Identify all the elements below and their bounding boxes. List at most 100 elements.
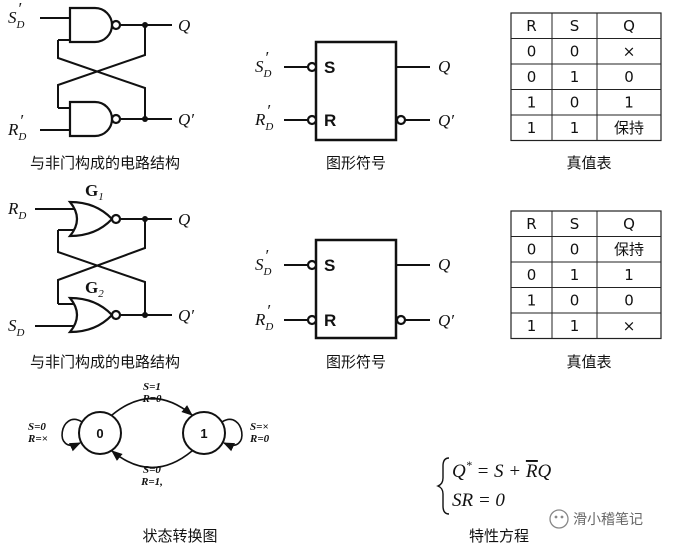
table-border — [510, 12, 662, 142]
loop0-label-s: S=0 — [28, 421, 46, 433]
output-q-top: Q — [178, 16, 190, 35]
table-cell: 1 — [527, 317, 537, 335]
table-header-cell: Q — [623, 215, 635, 233]
symbol1-input-rd: RD′ — [254, 101, 273, 133]
table-cell: 0 — [570, 292, 580, 310]
nor-latch-circuit: G1 RD Q G2 SD Q′ — [7, 181, 194, 339]
feedback-wire-qn — [57, 40, 146, 119]
sr-symbol-1: SD′ S RD′ R Q Q′ — [254, 40, 454, 142]
state-transition-diagram: 0 1 S=1 R=0 S=0 R=1, S=0 R=× S=× R=0 — [27, 381, 270, 488]
equation-line-1: Q* = S + RQ — [452, 458, 552, 482]
truth-table-1: R S Q 0 0 × 0 1 0 1 0 1 1 1 保持 — [510, 12, 662, 142]
table-cell: 0 — [624, 68, 634, 86]
arc-bottom-label-s: S=0 — [143, 464, 161, 476]
truth-table-2: R S Q 0 0 保持 0 1 1 1 0 0 1 1 × — [510, 210, 662, 340]
symbol1-input-sd: SD′ — [255, 48, 272, 80]
symbol1-output-q: Q — [438, 57, 450, 76]
transition-arrow-1-to-0 — [111, 450, 193, 469]
equation-line-2: SR = 0 — [452, 490, 505, 511]
table-header-cell: S — [570, 215, 580, 233]
characteristic-equation: Q* = S + RQ SR = 0 — [436, 457, 552, 515]
table-header-cell: S — [570, 17, 580, 35]
table-cell: 0 — [570, 43, 580, 61]
output-qn-nor: Q′ — [178, 306, 194, 325]
arc-top-label-s: S=1 — [143, 381, 161, 393]
nand-latch-circuit: SD′ Q RD′ Q′ — [7, 0, 194, 143]
table-cell: 0 — [527, 68, 537, 86]
caption-equation: 特性方程 — [469, 527, 529, 545]
table-cell: 1 — [624, 94, 634, 112]
table-cell: 0 — [527, 241, 537, 259]
gate-label-g2: G2 — [85, 278, 104, 300]
table-cell: 保持 — [614, 119, 644, 137]
arc-bottom-label-r: R=1, — [140, 476, 163, 488]
symbol2-input-sd: SD′ — [255, 246, 272, 278]
self-loop-state-1 — [221, 418, 243, 452]
caption-state-diagram: 状态转换图 — [142, 527, 217, 545]
feedback-wire-nor-q — [57, 219, 146, 304]
output-q-nor: Q — [178, 210, 190, 229]
table-cell: × — [623, 317, 636, 335]
table-cell: 1 — [527, 119, 537, 137]
inversion-bubble — [110, 19, 122, 31]
nand-gate-top — [68, 6, 114, 44]
nand-gate-bottom — [68, 100, 114, 138]
symbol2-pin-r: R — [324, 311, 336, 330]
nor-gate-top — [67, 200, 114, 238]
caption-table-2: 真值表 — [566, 353, 611, 371]
table-header-cell: R — [526, 17, 536, 35]
arc-top-label-r: R=0 — [141, 393, 162, 405]
table-header-cell: Q — [623, 17, 635, 35]
state-1-node — [182, 411, 226, 455]
caption-symbol-2: 图形符号 — [326, 353, 386, 371]
output-qn-bottom: Q′ — [178, 110, 194, 129]
caption-table-1: 真值表 — [566, 154, 611, 172]
input-sd-prime-top: SD′ — [8, 0, 25, 31]
wechat-icon — [549, 509, 569, 529]
watermark: 滑小稽笔记 — [549, 509, 643, 529]
equation-brace — [436, 457, 450, 515]
caption-symbol-1: 图形符号 — [326, 154, 386, 172]
table-cell: 保持 — [614, 241, 644, 259]
input-sd-bottom: SD — [8, 316, 25, 339]
symbol1-pin-r: R — [324, 111, 336, 130]
watermark-text: 滑小稽笔记 — [573, 511, 643, 528]
input-rd-prime-bottom: RD′ — [7, 111, 26, 143]
table-cell: 0 — [527, 43, 537, 61]
symbol1-output-qn: Q′ — [438, 111, 454, 130]
input-rd-top: RD — [7, 199, 26, 222]
symbol1-pin-s: S — [324, 58, 335, 77]
table-cell: 1 — [527, 292, 537, 310]
state-1-label: 1 — [200, 426, 207, 441]
table-cell: 0 — [570, 94, 580, 112]
symbol2-output-q: Q — [438, 255, 450, 274]
feedback-wire-q — [57, 25, 146, 108]
state-0-label: 0 — [96, 426, 103, 441]
caption-circuit-1: 与非门构成的电路结构 — [30, 154, 180, 172]
table-cell: 0 — [570, 241, 580, 259]
table-cell: 0 — [527, 266, 537, 284]
sr-symbol-2: SD′ S RD′ R Q Q′ — [254, 238, 454, 340]
table-cell: 1 — [624, 266, 634, 284]
nor-gate-bottom — [67, 296, 114, 334]
loop0-label-r: R=× — [27, 433, 48, 445]
gate-label-g1: G1 — [85, 181, 104, 203]
loop1-label-r: R=0 — [249, 433, 270, 445]
table-cell: × — [623, 43, 636, 61]
table-border — [510, 210, 662, 340]
caption-circuit-2: 与非门构成的电路结构 — [30, 353, 180, 371]
table-header-cell: R — [526, 215, 536, 233]
table-cell: 1 — [570, 317, 580, 335]
transition-arrow-0-to-1 — [111, 397, 193, 416]
loop1-label-s: S=× — [250, 421, 269, 433]
symbol2-output-qn: Q′ — [438, 311, 454, 330]
state-0-node — [78, 411, 122, 455]
table-cell: 1 — [570, 68, 580, 86]
table-cell: 1 — [570, 266, 580, 284]
table-cell: 1 — [570, 119, 580, 137]
table-cell: 1 — [527, 94, 537, 112]
self-loop-state-0 — [61, 418, 83, 452]
table-cell: 0 — [624, 292, 634, 310]
symbol2-pin-s: S — [324, 256, 335, 275]
